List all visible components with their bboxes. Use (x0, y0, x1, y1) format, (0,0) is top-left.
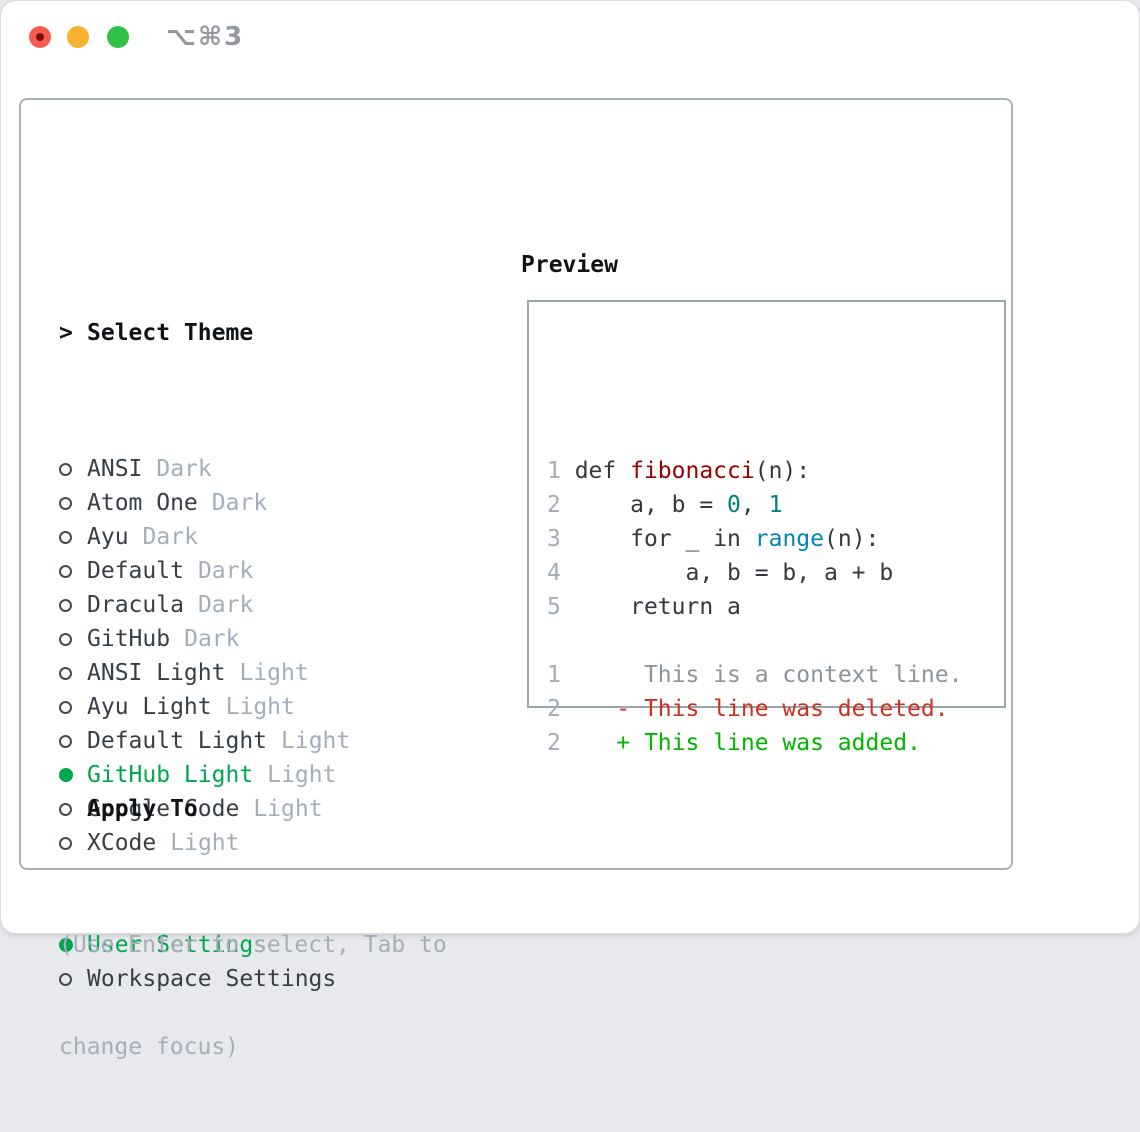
option-label: ANSI Light (87, 660, 226, 686)
radio-icon (59, 836, 87, 850)
code-line: 4 a, b = b, a + b (547, 560, 894, 586)
radio-icon (59, 734, 87, 748)
radio-icon (59, 496, 87, 510)
radio-selected-icon (59, 768, 87, 782)
code-line: 1 def fibonacci(n): (547, 458, 811, 484)
theme-item[interactable]: Ayu Dark (59, 520, 350, 554)
preview-box: 1 def fibonacci(n): 2 a, b = 0, 1 3 for _ … (527, 300, 1006, 756)
theme-item[interactable]: Atom One Dark (59, 486, 350, 520)
theme-variant-tag: Dark (184, 626, 240, 652)
theme-item[interactable]: GitHub Light Light (59, 758, 350, 792)
hint-line-2: change focus) (59, 1034, 240, 1060)
theme-variant-tag: Light (225, 694, 295, 720)
theme-variant-tag: Light (239, 660, 309, 686)
theme-variant-tag: Light (170, 830, 240, 856)
radio-icon (59, 462, 87, 476)
zoom-button[interactable] (107, 26, 129, 48)
option-label: Dracula (87, 592, 184, 618)
radio-icon (59, 666, 87, 680)
cursor-icon: > (59, 320, 73, 346)
radio-icon (59, 530, 87, 544)
theme-item[interactable]: XCode Light (59, 826, 350, 860)
radio-icon (59, 802, 87, 816)
theme-variant-tag: Dark (142, 524, 198, 550)
code-line: 2 a, b = 0, 1 (547, 492, 783, 518)
code-line: 5 return a (547, 594, 741, 620)
theme-item[interactable]: GitHub Dark (59, 622, 350, 656)
option-label: Ayu Light (87, 694, 212, 720)
keyboard-hint: (Use Enter to select, Tab to change focu… (59, 860, 447, 1132)
option-label: ANSI (87, 456, 143, 482)
theme-list-heading: > Select Theme (59, 316, 350, 350)
option-label: Atom One (87, 490, 198, 516)
option-label: GitHub (87, 626, 171, 652)
theme-variant-tag: Light (281, 728, 351, 754)
hint-line-1: (Use Enter to select, Tab to (59, 932, 447, 958)
window-title: ⌥⌘3 (166, 22, 245, 52)
code-line (547, 624, 962, 658)
code-preview: 1 def fibonacci(n): 2 a, b = 0, 1 3 for _ … (547, 352, 962, 760)
theme-item[interactable]: ANSI Dark (59, 452, 350, 486)
radio-icon (59, 598, 87, 612)
code-line: 1 This is a context line. (547, 662, 963, 688)
radio-icon (59, 700, 87, 714)
option-label: XCode (87, 830, 157, 856)
apply-to-heading: Apply To (59, 792, 336, 826)
radio-icon (59, 564, 87, 578)
theme-item[interactable]: ANSI Light Light (59, 656, 350, 690)
option-label: Default Light (87, 728, 268, 754)
theme-item[interactable]: Google Code Light (59, 792, 350, 826)
code-line: 2 - This line was deleted. (547, 696, 949, 722)
radio-icon (59, 632, 87, 646)
option-label: Ayu (87, 524, 129, 550)
theme-item[interactable]: Ayu Light Light (59, 690, 350, 724)
theme-variant-tag: Dark (197, 558, 254, 584)
theme-variant-tag: Dark (211, 490, 268, 516)
code-line: 2 + This line was added. (547, 730, 921, 756)
theme-variant-tag: Light (253, 796, 323, 822)
theme-item[interactable]: Default Dark (59, 554, 350, 588)
theme-variant-tag: Light (267, 762, 337, 788)
theme-list-title: Select Theme (87, 320, 254, 346)
option-label: GitHub Light (87, 762, 254, 788)
code-line: 3 for _ in range(n): (547, 526, 880, 552)
apply-to-title: Apply To (87, 796, 198, 822)
theme-item[interactable]: Default Light Light (59, 724, 350, 758)
option-label: Google Code (87, 796, 240, 822)
theme-variant-tag: Dark (197, 592, 254, 618)
close-button[interactable] (29, 26, 51, 48)
option-label: Default (87, 558, 184, 584)
minimize-button[interactable] (67, 26, 89, 48)
preview-title: Preview (521, 252, 618, 278)
theme-item[interactable]: Dracula Dark (59, 588, 350, 622)
theme-variant-tag: Dark (156, 456, 212, 482)
unsaved-dot-icon (36, 33, 44, 41)
